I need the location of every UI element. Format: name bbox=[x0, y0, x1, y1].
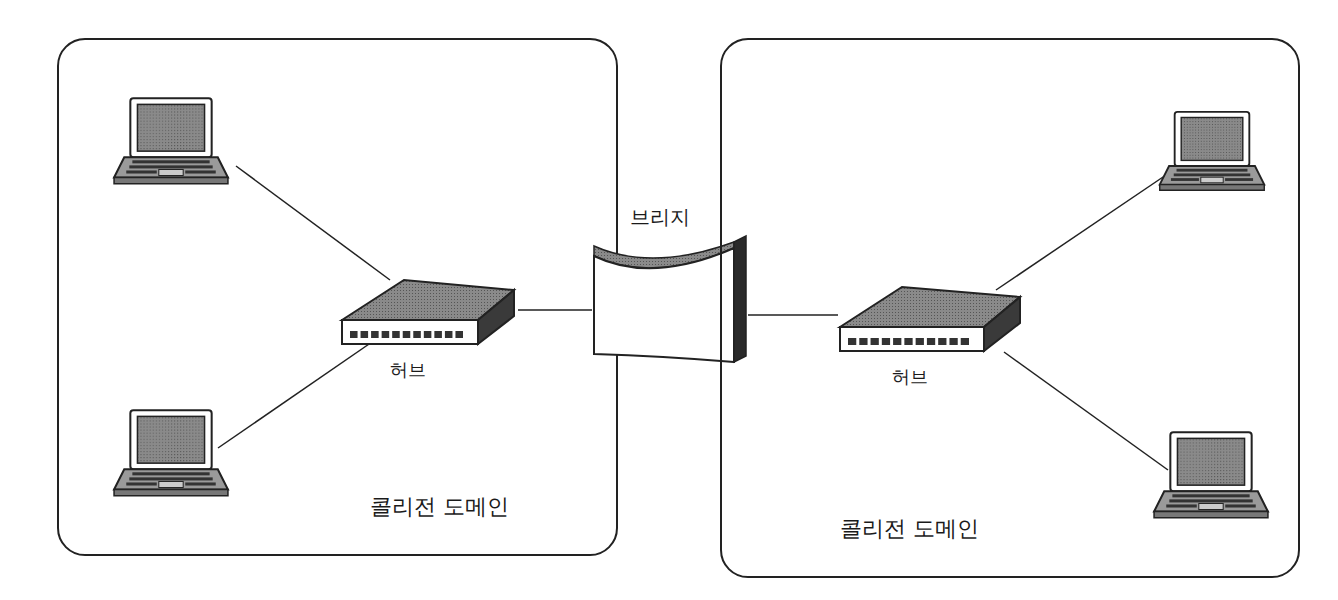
collision-domain: 콜리전 도메인 허브 bbox=[57, 38, 618, 556]
node-label: 허브 bbox=[892, 365, 928, 389]
hub-device: 허브 bbox=[340, 278, 518, 390]
laptop bbox=[1160, 112, 1265, 190]
hub-illustration bbox=[838, 285, 1024, 355]
node-label: 브리지 bbox=[630, 204, 690, 231]
node-label: 콜리전 도메인 bbox=[840, 514, 979, 544]
bridge-device: 브리지 bbox=[592, 198, 748, 364]
hub-illustration bbox=[340, 278, 518, 348]
hub-device: 허브 bbox=[838, 285, 1024, 397]
node-label: 콜리전 도메인 bbox=[370, 492, 509, 522]
hub-bridge-link bbox=[518, 309, 592, 311]
hub-bridge-link bbox=[748, 314, 838, 316]
laptop bbox=[114, 410, 228, 495]
collision-domain: 콜리전 도메인 허브 bbox=[720, 38, 1300, 578]
node-label: 허브 bbox=[390, 358, 426, 382]
laptop-wire bbox=[218, 166, 1168, 470]
laptop bbox=[114, 98, 228, 183]
laptop bbox=[1154, 432, 1268, 517]
